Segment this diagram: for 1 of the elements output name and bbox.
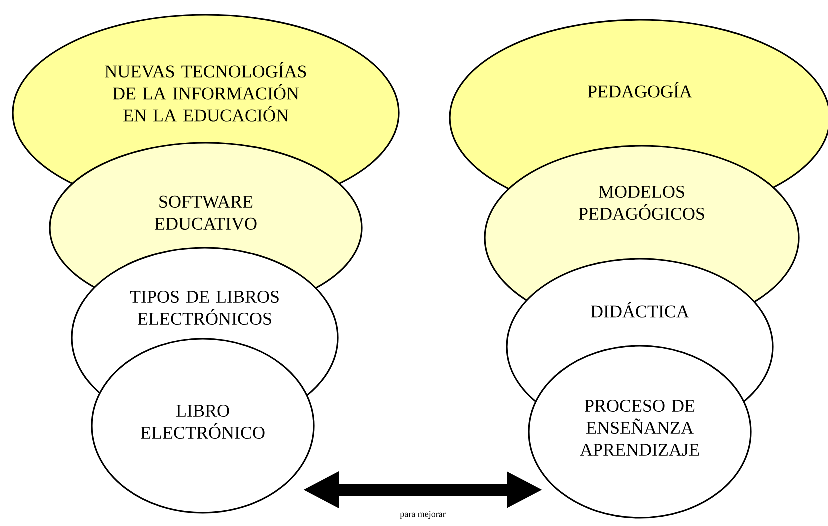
edge-label: para mejorar	[400, 511, 446, 520]
